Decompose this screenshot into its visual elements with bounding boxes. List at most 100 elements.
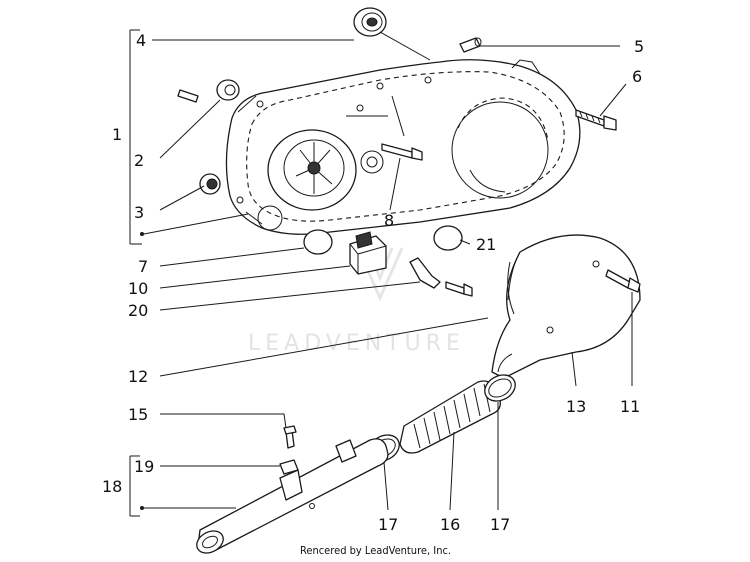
- callout-4: 4: [136, 31, 146, 50]
- cover-inner-dashed-edge: [246, 71, 565, 222]
- duct-mount-hole: [546, 326, 554, 334]
- block-part-10: [349, 231, 387, 275]
- bearing-hole: [366, 17, 378, 27]
- bolt-6-threads: [579, 111, 601, 124]
- cover-inspection-hole: [257, 205, 283, 231]
- bracket-18: [129, 455, 140, 517]
- clamp-b-band: [484, 374, 516, 402]
- leader-1-cover: [143, 213, 249, 235]
- tube-lower-bracket: [279, 469, 303, 501]
- cover-bolt-hole: [256, 100, 264, 108]
- duct-neck: [497, 353, 513, 373]
- leader-8: [389, 157, 401, 211]
- bushing-2-hole: [224, 84, 236, 96]
- callout-2: 2: [134, 151, 144, 170]
- callout-15: 15: [128, 405, 148, 424]
- cover-top-tab: [511, 59, 541, 75]
- leader-21: [459, 239, 471, 245]
- screw-part-8: [381, 143, 423, 161]
- duct-housing-rim-inner: [507, 251, 521, 301]
- leader-lines: [129, 29, 633, 517]
- flex-hose-part-16: [399, 380, 501, 454]
- leader-17a: [383, 461, 389, 511]
- screw-11-head: [627, 277, 641, 293]
- cover-bolt-hole: [424, 76, 432, 84]
- callout-16: 16: [440, 515, 460, 534]
- leader-20: [159, 281, 421, 311]
- callout-10: 10: [128, 279, 148, 298]
- callout-12: 12: [128, 367, 148, 386]
- tube-tab-hole: [309, 503, 315, 509]
- cover-bolt-hole: [236, 196, 244, 204]
- cover-right-boss-arc: [469, 169, 506, 193]
- hose-body: [399, 380, 501, 454]
- callout-1: 1: [112, 125, 122, 144]
- air-duct-part-13: [491, 234, 641, 379]
- hose-clamp-part-17b: [484, 374, 516, 402]
- callout-8: 8: [384, 211, 394, 230]
- hose-ribs: [413, 383, 491, 449]
- screw-part-15: [283, 425, 297, 449]
- duct-housing-body: [491, 234, 641, 379]
- callout-18: 18: [102, 477, 122, 496]
- bracket-part-20: [409, 257, 473, 297]
- leader-18-dot: [140, 506, 144, 510]
- bushing-2-outer: [216, 79, 240, 101]
- tube-upper-bracket: [335, 439, 357, 463]
- leader-3: [159, 185, 205, 211]
- leader-7: [159, 247, 305, 267]
- leader-1-dot: [140, 232, 144, 236]
- duct-housing-rim: [507, 261, 515, 315]
- screw-15-head: [283, 425, 297, 435]
- dowel-bushing-part-2: [177, 79, 240, 103]
- bracket-screw-shank: [445, 281, 465, 295]
- callout-5: 5: [634, 37, 644, 56]
- callout-7: 7: [138, 257, 148, 276]
- tube-mouth: [196, 530, 224, 554]
- cover-gasket-edge: [237, 95, 263, 225]
- block-10-top: [355, 231, 373, 249]
- watermark-text: LEADVENTURE: [248, 331, 465, 356]
- leader-2: [159, 99, 221, 159]
- tube-mouth-inner: [202, 535, 218, 549]
- footer-credit: Rencered by LeadVenture, Inc.: [300, 544, 451, 557]
- callout-11: 11: [620, 397, 640, 416]
- cover-fan-hub: [307, 161, 321, 175]
- callout-17-left: 17: [378, 515, 398, 534]
- screw-part-11: [605, 269, 641, 293]
- callout-17-right: 17: [490, 515, 510, 534]
- callout-6: 6: [632, 67, 642, 86]
- callout-labels: 1 2 3 4 5 6 7 8 10 11 12 13 15 16 17 17 …: [102, 31, 644, 534]
- cover-right-boss-outer: [451, 101, 549, 199]
- bearing-part-4: [353, 7, 387, 37]
- leader-13: [571, 351, 577, 387]
- bolt-6-head: [603, 115, 617, 131]
- bracket-1: [129, 29, 142, 245]
- dowel-pin-part-5: [459, 37, 482, 53]
- clip-part-19: [279, 459, 299, 475]
- callout-20: 20: [128, 301, 148, 320]
- transmission-cover: [225, 59, 581, 235]
- cover-ribs: [346, 95, 405, 137]
- bushing-3-hole: [206, 178, 218, 190]
- cover-left-recess-inner: [283, 139, 345, 197]
- callout-13: 13: [566, 397, 586, 416]
- dowel-2-pin: [177, 89, 199, 103]
- duct-mount-hole: [592, 260, 600, 268]
- leader-10: [159, 265, 351, 289]
- screw-8-head: [411, 147, 423, 161]
- bracket-20-body: [409, 257, 441, 289]
- cover-right-boss-dashed: [457, 97, 549, 141]
- block-10-edges: [349, 243, 387, 274]
- dowel-pin-end: [474, 37, 482, 47]
- callout-21: 21: [476, 235, 496, 254]
- bearing-inner: [361, 12, 383, 32]
- dowel-pin-body: [459, 37, 481, 53]
- cover-center-boss-hole: [366, 156, 378, 168]
- callout-19: 19: [134, 457, 154, 476]
- callout-3: 3: [134, 203, 144, 222]
- leader-4-tail: [379, 31, 431, 61]
- cover-bolt-hole: [376, 82, 384, 90]
